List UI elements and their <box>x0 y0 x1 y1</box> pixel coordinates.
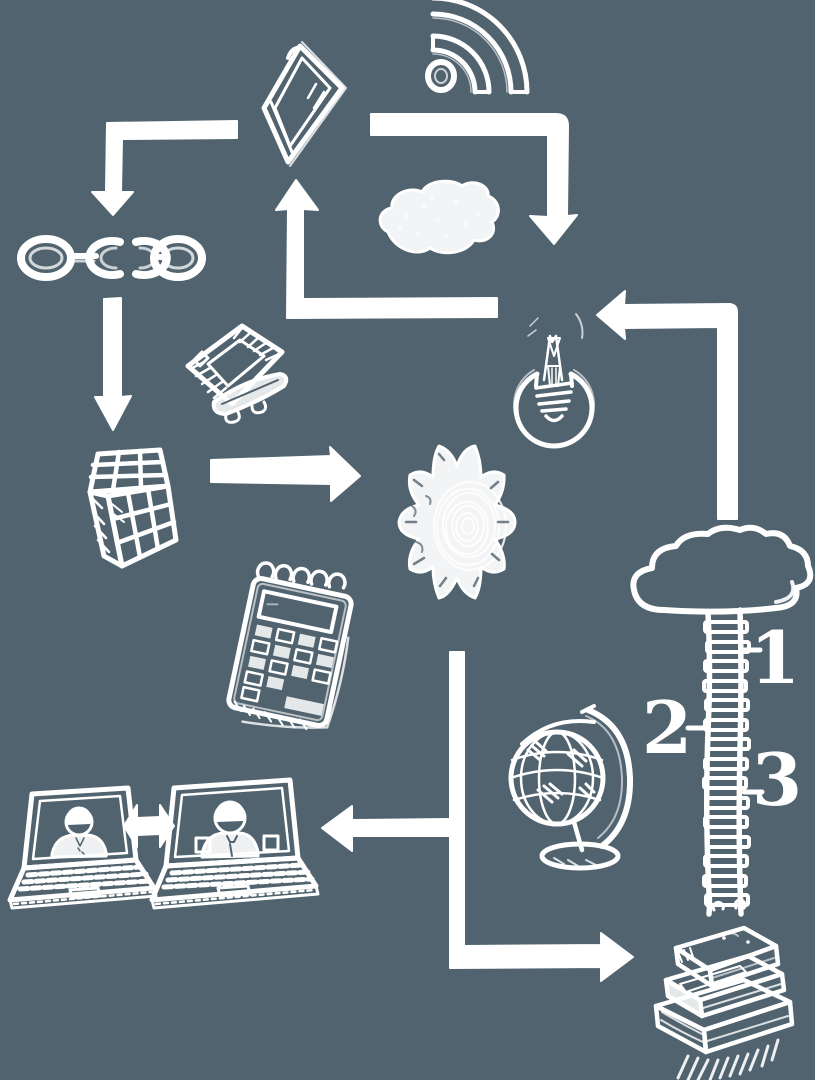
lightbulb-icon <box>512 280 598 449</box>
cloud-outline <box>630 524 814 615</box>
calculator-icon <box>226 561 356 732</box>
laptop-left-icon <box>6 782 158 914</box>
rubiks-cube-icon <box>64 444 184 576</box>
envelope-icon <box>178 318 290 430</box>
arrow-between-laptops-icon <box>123 804 175 848</box>
globe-icon <box>502 698 642 878</box>
arrow-cube-to-gear-icon <box>210 446 361 502</box>
ladder-step-1-label: 1 <box>750 615 801 700</box>
scribble-cloud-icon <box>366 176 500 258</box>
arrow-ladder-to-lightbulb-icon <box>596 290 738 520</box>
rss-icon <box>421 0 530 96</box>
arrow-lightbulb-to-briefcase-icon <box>275 179 498 319</box>
arrow-to-laptops-icon <box>321 805 451 852</box>
gear-icon <box>392 436 522 610</box>
ladder-step-3-label: 3 <box>752 737 803 822</box>
ladder-step-2-label: 2 <box>642 685 693 770</box>
cloud-ladder-icon <box>626 524 815 917</box>
arrow-briefcase-to-chain-icon <box>91 120 238 216</box>
laptop-right-icon <box>144 774 320 914</box>
arrow-top-to-lightbulb-icon <box>370 113 578 245</box>
arrow-chain-to-cube-icon <box>94 297 132 431</box>
arrow-gear-to-books-icon <box>449 651 634 982</box>
books-stack-icon <box>648 898 800 1080</box>
ladder-rail-left <box>703 609 713 917</box>
broken-chain-icon <box>16 230 206 286</box>
ladder-rail-right <box>736 607 744 917</box>
briefcase-icon <box>258 36 350 168</box>
